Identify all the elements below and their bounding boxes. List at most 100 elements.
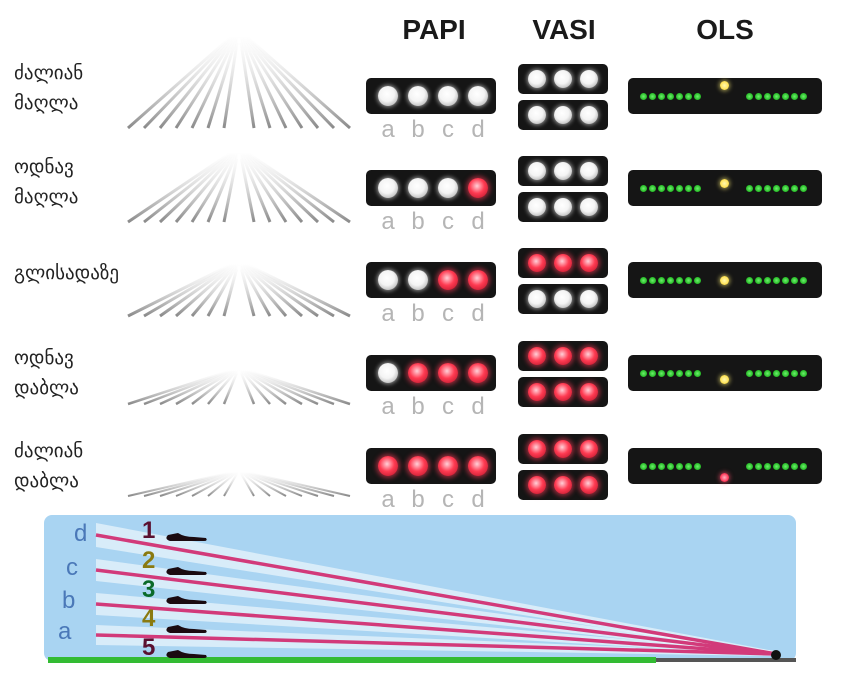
row-label-very-low: ძალიან დაბლა <box>14 440 84 492</box>
papi-letter-a: a <box>381 116 395 143</box>
aircraft-number-5: 5 <box>142 634 156 661</box>
papi-light-c <box>438 86 458 106</box>
ols-datum-light <box>640 462 647 470</box>
ols-datum-light <box>773 184 780 192</box>
glideslope-beam-diagram <box>44 515 796 663</box>
vasi-upper-light <box>580 347 598 365</box>
papi-light-b <box>408 86 428 106</box>
row-label-slightly-high: ოდნავ მაღლა <box>14 156 79 208</box>
ols-datum-light <box>800 184 807 192</box>
papi-letter-a: a <box>381 300 395 327</box>
ols-datum-light <box>782 369 789 377</box>
ols-datum-light <box>791 369 798 377</box>
ols-datum-light <box>649 276 656 284</box>
papi-light-a <box>378 86 398 106</box>
papi-light-d <box>468 456 488 476</box>
ols-datum-light <box>685 92 692 100</box>
ols-datum-light <box>658 184 665 192</box>
runway-perspective-on-glideslope <box>127 262 351 318</box>
papi-light-c <box>438 178 458 198</box>
ols-datum-light <box>694 462 701 470</box>
papi-letter-c: c <box>442 116 454 143</box>
beam-letter-c: c <box>66 554 78 581</box>
papi-light-d <box>468 86 488 106</box>
ols-datum-light <box>746 369 753 377</box>
papi-light-a <box>378 363 398 383</box>
papi-letter-a: a <box>381 208 395 235</box>
vasi-upper-light <box>554 440 572 458</box>
papi-light-d <box>468 270 488 290</box>
ols-datum-light <box>800 462 807 470</box>
ols-datum-light <box>685 369 692 377</box>
papi-letter-d: d <box>471 486 485 513</box>
ols-datum-light <box>755 462 762 470</box>
vasi-lower-light <box>580 106 598 124</box>
ols-datum-light <box>764 184 771 192</box>
papi-letter-b: b <box>411 208 425 235</box>
ols-datum-light <box>764 462 771 470</box>
row-label-slightly-low: ოდნავ დაბლა <box>14 347 79 399</box>
papi-light-a <box>378 456 398 476</box>
ols-datum-light <box>640 184 647 192</box>
ols-datum-light <box>658 462 665 470</box>
ols-datum-light <box>658 369 665 377</box>
aircraft-icon <box>166 533 207 541</box>
ols-datum-light <box>667 462 674 470</box>
papi-letter-c: c <box>442 300 454 327</box>
aircraft-icon <box>166 567 207 575</box>
vasi-upper-light <box>528 347 546 365</box>
papi-letter-d: d <box>471 208 485 235</box>
papi-letter-b: b <box>411 300 425 327</box>
vasi-lower-light <box>580 198 598 216</box>
papi-light-b <box>408 456 428 476</box>
vasi-lower-light <box>580 383 598 401</box>
ols-datum-light <box>640 276 647 284</box>
vasi-header: VASI <box>532 14 596 45</box>
papi-letter-d: d <box>471 393 485 420</box>
ols-datum-light <box>764 369 771 377</box>
vasi-lower-light <box>580 476 598 494</box>
ols-datum-light <box>676 369 683 377</box>
aircraft-number-2: 2 <box>142 547 156 574</box>
ols-datum-light <box>773 369 780 377</box>
runway-perspective-slightly-high <box>127 150 351 224</box>
papi-light-b <box>408 363 428 383</box>
ols-meatball <box>720 80 729 90</box>
vasi-lower-light <box>580 290 598 308</box>
vasi-upper-light <box>580 440 598 458</box>
beam-letter-b: b <box>62 587 76 614</box>
ols-datum-light <box>791 184 798 192</box>
vasi-upper-light <box>580 70 598 88</box>
vasi-lower-light <box>554 198 572 216</box>
ols-datum-light <box>640 92 647 100</box>
ols-datum-light <box>755 184 762 192</box>
ols-datum-light <box>685 276 692 284</box>
aircraft-number-4: 4 <box>142 605 156 632</box>
vasi-upper-light <box>528 254 546 272</box>
ols-datum-light <box>782 184 789 192</box>
aircraft-number-1: 1 <box>142 517 156 544</box>
ols-datum-light <box>694 92 701 100</box>
ols-datum-light <box>676 462 683 470</box>
ols-datum-light <box>746 462 753 470</box>
papi-letter-b: b <box>411 393 425 420</box>
ols-datum-light <box>782 462 789 470</box>
aircraft-icon <box>166 596 207 604</box>
papi-unit-icon <box>771 650 781 660</box>
papi-light-a <box>378 270 398 290</box>
aircraft-number-3: 3 <box>142 576 156 603</box>
vasi-lower-light <box>554 383 572 401</box>
ols-datum-light <box>640 369 647 377</box>
ols-meatball <box>720 275 729 285</box>
ols-datum-light <box>746 276 753 284</box>
vasi-upper-light <box>580 162 598 180</box>
papi-header: PAPI <box>402 14 466 45</box>
ols-datum-light <box>676 276 683 284</box>
ols-datum-light <box>755 92 762 100</box>
papi-letter-a: a <box>381 486 395 513</box>
vasi-lower-light <box>554 290 572 308</box>
runway-strip <box>656 658 796 662</box>
papi-light-a <box>378 178 398 198</box>
ols-datum-light <box>685 184 692 192</box>
ols-datum-light <box>746 184 753 192</box>
